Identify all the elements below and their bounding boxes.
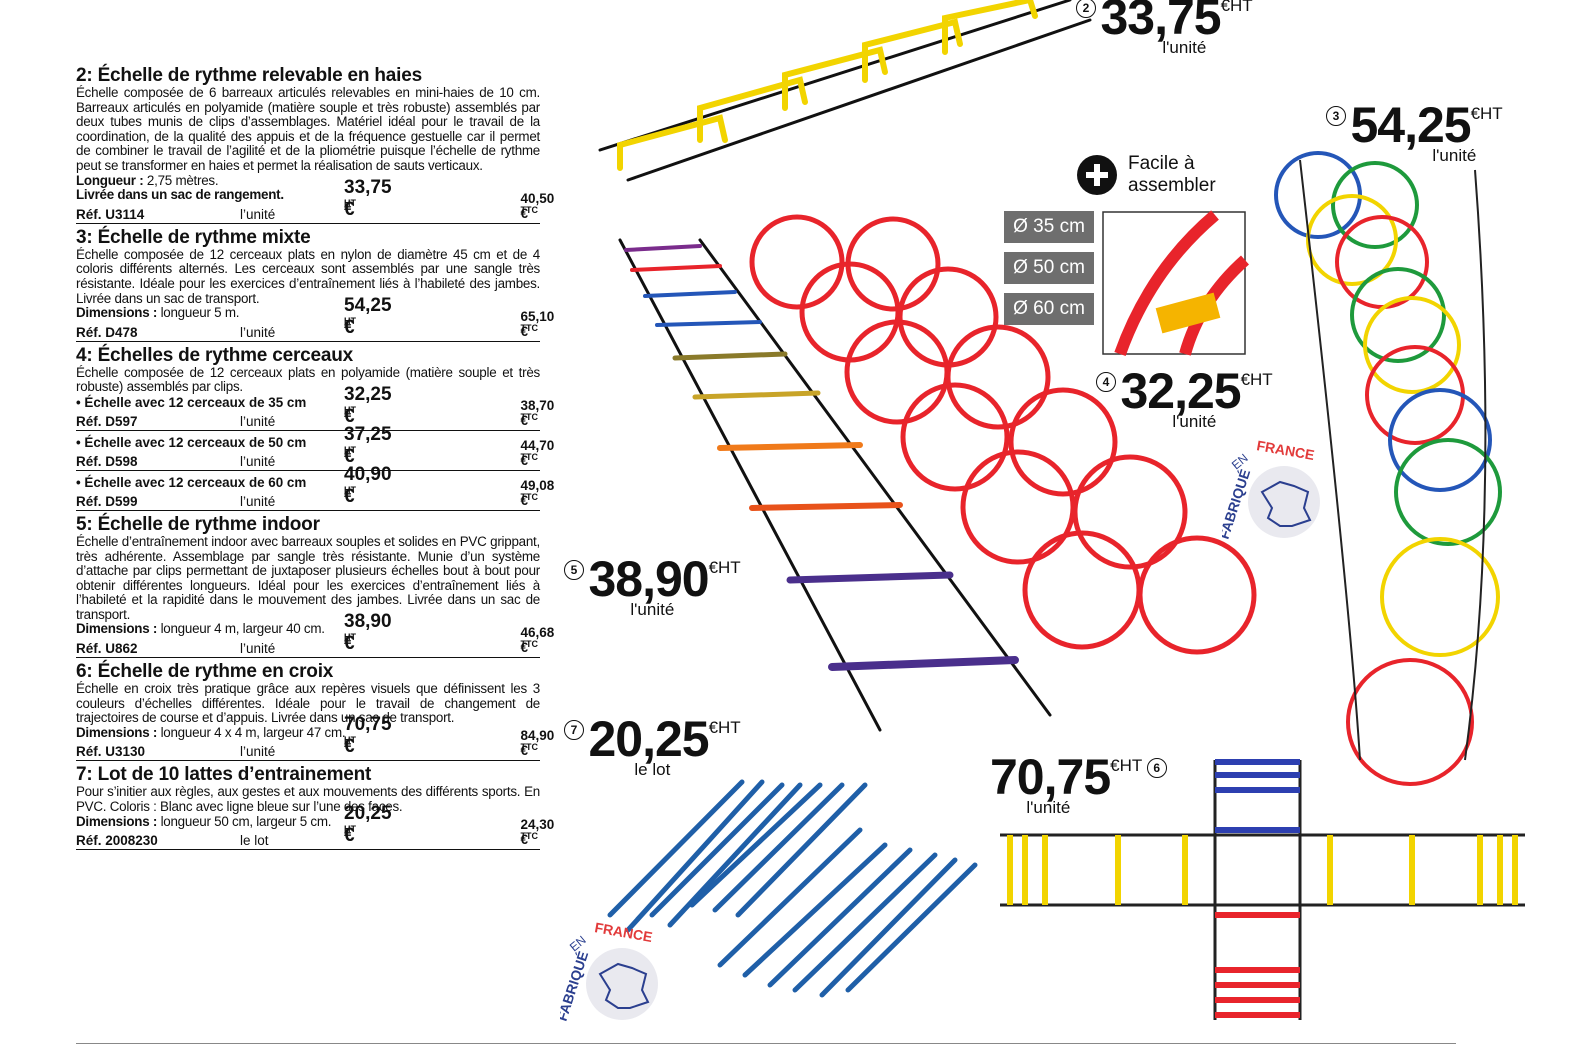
svg-text:EN: EN: [567, 933, 589, 954]
mixed-hoop-ladder-image: [1274, 151, 1502, 786]
product-dimensions: Longueur : 2,75 mètres.: [76, 172, 219, 188]
cross-ladder-image: [1000, 759, 1525, 1020]
product-description: Échelle composée de 6 barreaux articulés…: [76, 85, 540, 173]
variant-label: • Échelle avec 12 cerceaux de 50 cm: [76, 434, 307, 450]
variant-label: • Échelle avec 12 cerceaux de 35 cm: [76, 394, 307, 410]
product-extra: Livrée dans un sac de rangement.: [76, 187, 284, 203]
product-title: 2: Échelle de rythme relevable en haies: [76, 65, 422, 86]
price-callout-2: 2 33,75€HT l'unité: [1076, 0, 1253, 58]
product-dimensions: Dimensions : longueur 4 m, largeur 40 cm…: [76, 621, 325, 637]
price-callout-7: 7 20,25€HT le lot: [564, 714, 741, 780]
product-dimensions: Dimensions : longueur 5 m.: [76, 305, 240, 321]
price-callout-5: 5 38,90€HT l'unité: [564, 554, 741, 620]
svg-text:EN: EN: [1229, 451, 1251, 472]
product-title: 4: Échelles de rythme cerceaux: [76, 344, 354, 366]
assemble-note: Facile à assembler: [1128, 153, 1216, 196]
product-description: Échelle d’entraînement indoor avec barre…: [76, 533, 540, 622]
product-title: 6: Échelle de rythme en croix: [76, 661, 334, 683]
svg-text:FRANCE: FRANCE: [1255, 437, 1315, 463]
red-hoop-ladder-image: [749, 214, 1257, 655]
price-callout-3: 3 54,25€HT l'unité: [1326, 100, 1503, 166]
training-slats-image: [607, 779, 978, 998]
product-title: 3: Échelle de rythme mixte: [76, 226, 311, 248]
made-in-france-badge: FABRIQUÉ EN FRANCE: [560, 919, 658, 1023]
price-row: Réf. D599 l’unité 40,90 €HT 49,08 €TTC: [76, 463, 555, 511]
plus-circle-icon: [1077, 155, 1117, 195]
size-tag-35: Ø 35 cm: [1004, 211, 1094, 243]
price-row: Réf. U3130 l’unité 70,75 €HT 84,90 €TTC: [76, 714, 555, 762]
product-dimensions: Dimensions : longueur 50 cm, largeur 5 c…: [76, 813, 332, 829]
price-row: Réf. U3114 l’unité 33,75 €HT 40,50 €TTC: [76, 176, 555, 224]
product-text-column: 2: Échelle de rythme relevable en haies …: [76, 65, 555, 854]
price-callout-6: 70,75€HT 6 l'unité: [990, 752, 1167, 818]
product-description: Pour s’initier aux règles, aux gestes et…: [76, 784, 540, 815]
product-description: Échelle composée de 12 cerceaux plats en…: [76, 246, 540, 306]
hurdle-ladder-image: [598, 0, 1092, 182]
price-callout-4: 4 32,25€HT l'unité: [1096, 366, 1273, 432]
indoor-ladder-image: [618, 238, 1052, 732]
product-description: Échelle composée de 12 cerceaux plats en…: [76, 364, 540, 395]
product-title: 7: Lot de 10 lattes d’entrainement: [76, 764, 372, 786]
clip-zoom-image: [1102, 210, 1250, 357]
price-row: Réf. D597 l’unité 32,25 €HT 38,70 €TTC: [76, 383, 555, 431]
size-tag-60: Ø 60 cm: [1004, 293, 1094, 325]
price-row: Réf. D478 l’unité 54,25 €HT 65,10 €TTC: [76, 294, 555, 342]
product-dimensions: Dimensions : longueur 4 x 4 m, largeur 4…: [76, 724, 346, 740]
variant-label: • Échelle avec 12 cerceaux de 60 cm: [76, 474, 307, 490]
price-row: Réf. 2008230 le lot 20,25 €HT 24,30 €TTC: [76, 803, 555, 851]
price-row: Réf. U862 l’unité 38,90 €HT 46,68 €TTC: [76, 611, 555, 659]
size-tag-50: Ø 50 cm: [1004, 252, 1094, 284]
product-description: Échelle en croix très pratique grâce aux…: [76, 681, 540, 726]
bottom-rule: [76, 1043, 1456, 1044]
product-title: 5: Échelle de rythme indoor: [76, 513, 320, 535]
price-row: Réf. D598 l’unité 37,25 €HT 44,70 €TTC: [76, 423, 555, 471]
made-in-france-badge: FABRIQUÉ EN FRANCE: [1222, 437, 1320, 541]
svg-text:FRANCE: FRANCE: [593, 919, 653, 945]
